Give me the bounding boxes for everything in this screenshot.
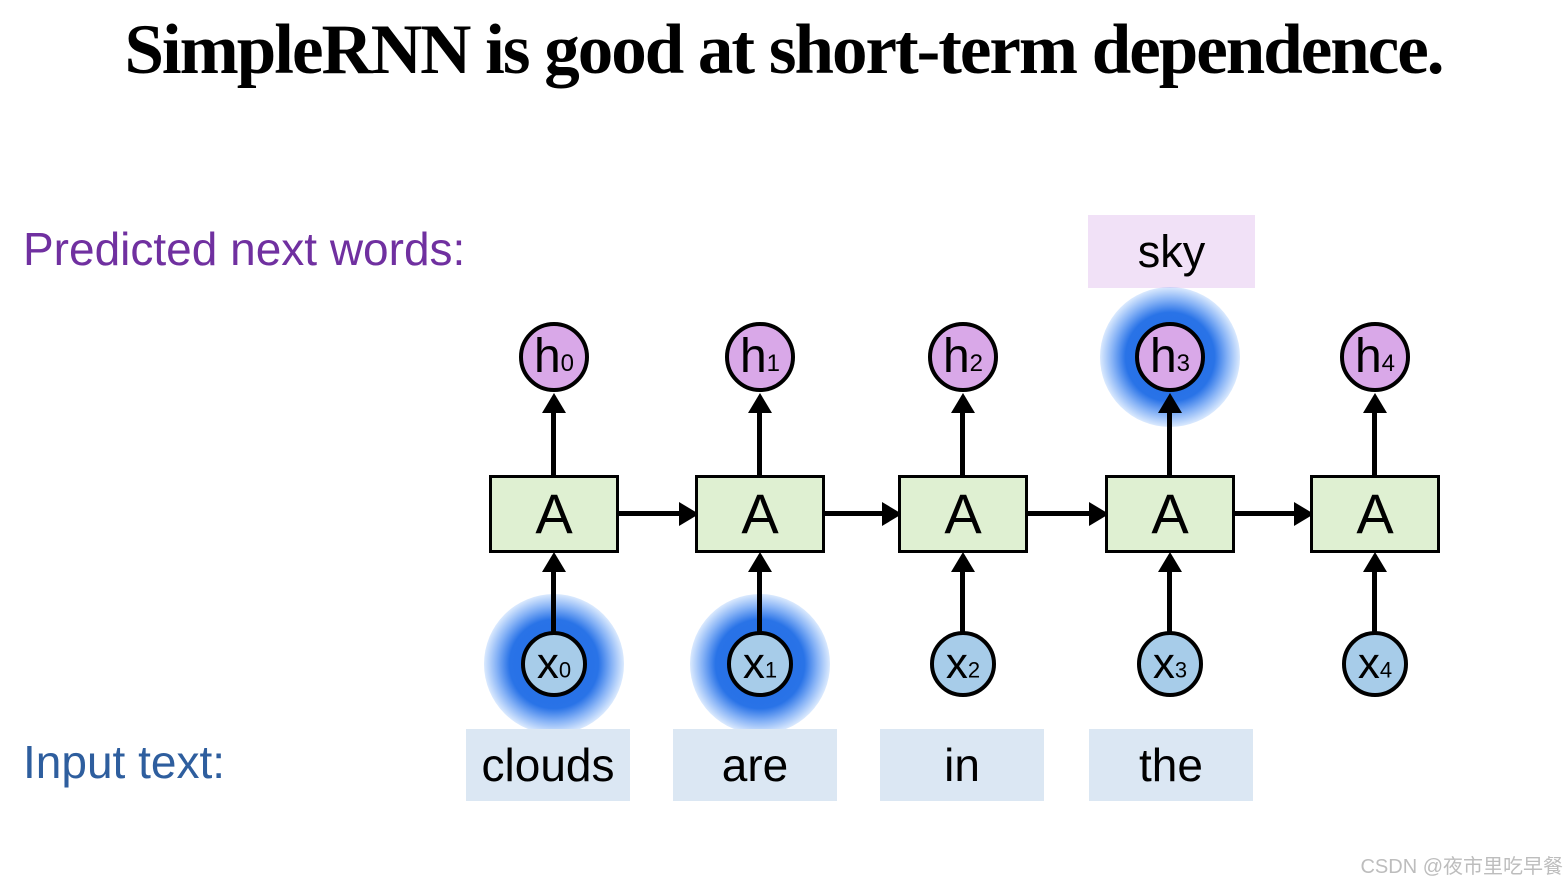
input-word-box-the: the: [1089, 729, 1253, 801]
rnn-cell-label: A: [535, 482, 573, 545]
hidden-node-label-subscript: 2: [969, 350, 984, 378]
input-word: the: [1139, 739, 1203, 791]
input-word-box-clouds: clouds: [466, 729, 630, 801]
arrow-cell2-to-hidden2-head: [951, 393, 975, 413]
predicted-next-words-label: Predicted next words:: [23, 223, 466, 275]
rnn-cell-0: A: [489, 475, 619, 553]
input-node-label-subscript: 0: [558, 657, 572, 683]
input-node-label-base: x: [1357, 639, 1380, 688]
rnn-cell-4: A: [1310, 475, 1440, 553]
input-word: clouds: [481, 739, 615, 791]
input-word: in: [944, 739, 980, 791]
arrow-input3-to-cell3-line: [1167, 569, 1172, 633]
hidden-node-label-base: h: [533, 330, 561, 383]
hidden-node-label-subscript: 0: [560, 350, 575, 378]
rnn-cell-label: A: [741, 482, 779, 545]
arrow-cell0-to-cell1-line: [617, 511, 683, 516]
input-text-label: Input text:: [23, 736, 226, 788]
arrow-input1-to-cell1-head: [748, 552, 772, 572]
rnn-cell-label: A: [1151, 482, 1189, 545]
input-node-label-subscript: 3: [1174, 657, 1188, 683]
arrow-input2-to-cell2-head: [951, 552, 975, 572]
arrow-cell1-to-hidden1-line: [757, 410, 762, 478]
hidden-node-label-subscript: 3: [1176, 350, 1191, 378]
arrow-cell3-to-hidden3-head: [1158, 393, 1182, 413]
hidden-node-label-base: h: [1354, 330, 1382, 383]
arrow-cell0-to-hidden0-line: [551, 410, 556, 478]
input-node-label-subscript: 2: [967, 657, 981, 683]
input-node-label-base: x: [742, 639, 765, 688]
rnn-cell-3: A: [1105, 475, 1235, 553]
predicted-word-box: sky: [1088, 215, 1255, 288]
arrow-input3-to-cell3-head: [1158, 552, 1182, 572]
slide-title: SimpleRNN is good at short-term dependen…: [124, 11, 1444, 89]
input-node-label-subscript: 4: [1379, 657, 1393, 683]
arrow-cell4-to-hidden4-line: [1372, 410, 1377, 478]
arrow-input4-to-cell4-head: [1363, 552, 1387, 572]
rnn-cell-2: A: [898, 475, 1028, 553]
watermark: CSDN @夜市里吃早餐: [1360, 856, 1563, 878]
arrow-cell4-to-hidden4-head: [1363, 393, 1387, 413]
arrow-input2-to-cell2-line: [960, 569, 965, 633]
arrow-cell3-to-cell4-head: [1294, 502, 1314, 526]
input-node-label-subscript: 1: [764, 657, 778, 683]
hidden-node-label-subscript: 4: [1381, 350, 1396, 378]
rnn-cell-label: A: [1356, 482, 1394, 545]
arrow-input4-to-cell4-line: [1372, 569, 1377, 633]
input-node-label-base: x: [945, 639, 968, 688]
rnn-cell-1: A: [695, 475, 825, 553]
arrow-cell2-to-hidden2-line: [960, 410, 965, 478]
arrow-cell1-to-hidden1-head: [748, 393, 772, 413]
rnn-cell-label: A: [944, 482, 982, 545]
arrow-input0-to-cell0-line: [551, 569, 556, 633]
input-node-label-base: x: [1152, 639, 1175, 688]
arrow-cell1-to-cell2-line: [823, 511, 886, 516]
arrow-cell1-to-cell2-head: [882, 502, 902, 526]
arrow-input0-to-cell0-head: [542, 552, 566, 572]
arrow-cell3-to-cell4-line: [1233, 511, 1298, 516]
arrow-cell0-to-hidden0-head: [542, 393, 566, 413]
arrow-cell2-to-cell3-head: [1089, 502, 1109, 526]
hidden-node-label-base: h: [942, 330, 970, 383]
input-word-box-are: are: [673, 729, 837, 801]
arrow-cell2-to-cell3-line: [1026, 511, 1093, 516]
arrow-input1-to-cell1-line: [757, 569, 762, 633]
hidden-node-label-base: h: [739, 330, 767, 383]
hidden-node-label-base: h: [1149, 330, 1177, 383]
input-word: are: [721, 739, 789, 791]
hidden-node-label-subscript: 1: [766, 350, 781, 378]
input-node-label-base: x: [536, 639, 559, 688]
input-word-box-in: in: [880, 729, 1044, 801]
predicted-word: sky: [1137, 225, 1206, 277]
arrow-cell3-to-hidden3-line: [1167, 410, 1172, 478]
arrow-cell0-to-cell1-head: [679, 502, 699, 526]
